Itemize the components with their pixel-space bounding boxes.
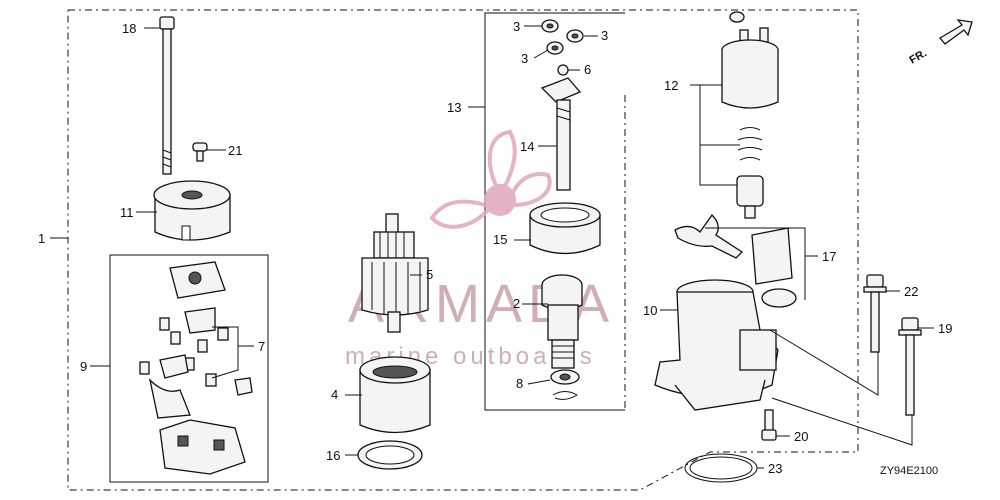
leader-lines: [50, 25, 934, 469]
callout-6: 6: [584, 62, 591, 77]
callout-13: 13: [447, 100, 461, 115]
front-direction-label: FR.: [908, 47, 929, 66]
stop-collar-part: [550, 369, 580, 400]
callout-5: 5: [426, 267, 433, 282]
front-direction-arrow-icon: [939, 19, 973, 45]
flange-bolt-parts: [863, 274, 922, 416]
callout-19: 19: [938, 321, 952, 336]
callout-3a: 3: [513, 19, 520, 34]
armature-part: [361, 213, 429, 333]
callout-12: 12: [664, 78, 678, 93]
rear-cover-part: [153, 180, 231, 241]
yoke-housing-part: [359, 356, 431, 434]
callout-11: 11: [120, 205, 134, 220]
callout-18: 18: [122, 21, 136, 36]
o-ring-inner: [689, 456, 753, 480]
internal-gear-part: [529, 202, 601, 255]
mounting-bolt-part: [761, 409, 777, 441]
pinion-gear-part: [541, 274, 583, 369]
shift-lever-parts: [674, 213, 797, 308]
callout-20: 20: [794, 429, 808, 444]
screw-part: [192, 142, 208, 162]
callout-17: 17: [822, 249, 836, 264]
brush-holder-box: [109, 254, 269, 483]
callout-21: 21: [228, 143, 242, 158]
callout-22: 22: [904, 284, 918, 299]
callout-9: 9: [80, 359, 87, 374]
callout-labels: 1 2 3 3 3 4 5 6 7 8 9 10 11 12 13 14 15 …: [38, 19, 952, 476]
callout-3c: 3: [521, 51, 528, 66]
through-bolt-part: [159, 16, 175, 175]
propeller-logo: [429, 129, 552, 229]
o-ring-part: [684, 453, 758, 483]
drive-shaft-part: [540, 77, 582, 191]
gasket-part: [357, 440, 423, 470]
callout-2: 2: [513, 296, 520, 311]
assembly-boundary: [67, 9, 859, 491]
callout-16: 16: [326, 448, 340, 463]
diagram-code: ZY94E2100: [880, 465, 938, 477]
callout-23: 23: [768, 461, 782, 476]
callout-7: 7: [258, 339, 265, 354]
callout-15: 15: [493, 232, 507, 247]
brush-holder-parts: [139, 261, 253, 475]
callout-14: 14: [520, 139, 534, 154]
solenoid-part: [721, 11, 779, 219]
callout-8: 8: [516, 376, 523, 391]
nut-parts: [541, 19, 584, 76]
callout-10: 10: [643, 303, 657, 318]
callout-4: 4: [331, 387, 338, 402]
callout-3b: 3: [601, 28, 608, 43]
callout-1: 1: [38, 231, 45, 246]
front-housing-part: [654, 279, 779, 411]
